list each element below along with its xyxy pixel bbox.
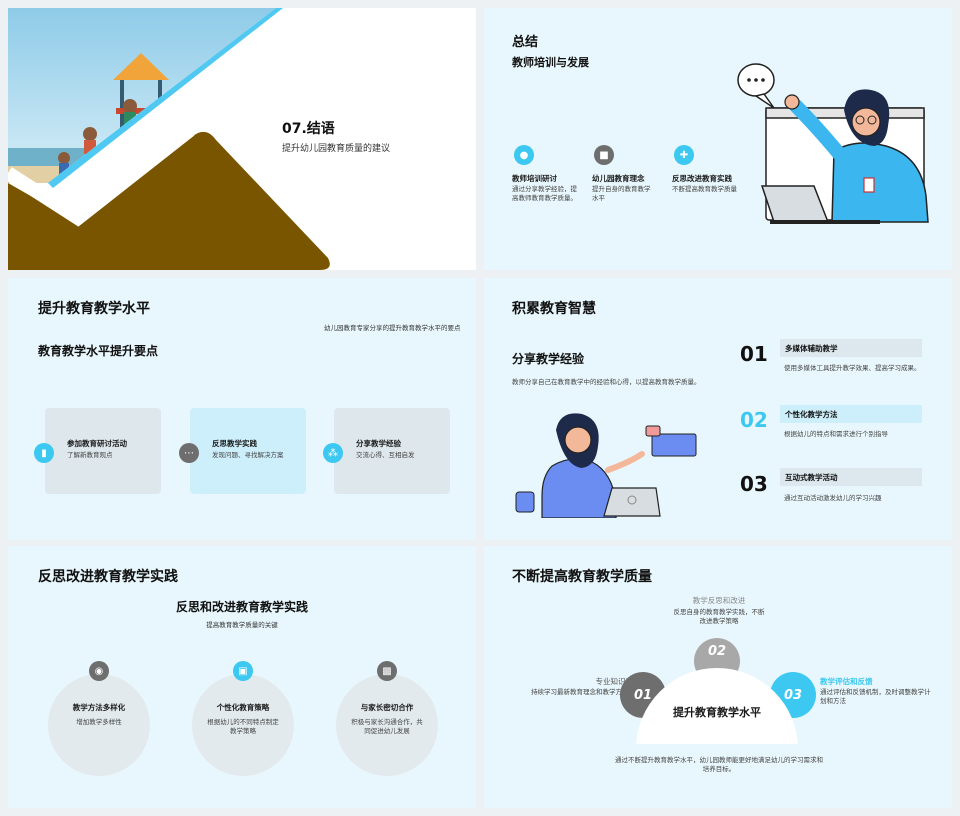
point-card[interactable]: 参加教育研讨活动 了解新教育观点 <box>45 408 161 494</box>
clipboard-icon: ■ <box>594 145 614 165</box>
point-card-desc: 了解新教育观点 <box>67 451 113 459</box>
briefcase-icon: ▩ <box>377 661 397 681</box>
top-item-title: 教学反思和改进 <box>692 596 746 605</box>
slide-6-title: 不断提高教育教学质量 <box>512 569 652 585</box>
practice-circle[interactable]: 与家长密切合作 积极与家长沟通合作，共同促进幼儿发展 <box>336 674 438 776</box>
point-card-title: 参加教育研讨活动 <box>67 439 127 448</box>
row-number: 01 <box>740 342 768 366</box>
puzzle-icon: ✚ <box>674 145 694 165</box>
teacher-illustration <box>737 63 929 224</box>
target-icon: ◉ <box>89 661 109 681</box>
summary-item-title: 反思改进教育实践 <box>672 174 732 183</box>
point-card[interactable]: 分享教学经验 交流心得、互相启发 <box>334 408 450 494</box>
slide-3-subtitle: 教育教学水平提升要点 <box>38 344 159 358</box>
point-card-title: 反思教学实践 <box>212 439 257 448</box>
summary-item-desc: 不断提高教育教学质量 <box>672 185 737 193</box>
summary-item-title: 教师培训研讨 <box>512 174 557 183</box>
network-icon: ⁂ <box>323 443 343 463</box>
row-number: 03 <box>740 472 768 496</box>
chat-icon: ⋯ <box>179 443 199 463</box>
summary-item-title: 幼儿园教育理念 <box>592 174 645 183</box>
slide-5-subtitle: 反思和改进教育教学实践 <box>175 600 308 614</box>
slide-4-wisdom[interactable]: 积累教育智慧 分享教学经验 教师分享自己在教育教学中的经验和心得，以提高教育教学… <box>484 278 952 540</box>
summary-item-desc: 提升自身的教育教学水平 <box>592 185 651 202</box>
sharing-illustration <box>515 413 697 518</box>
practice-title: 与家长密切合作 <box>360 703 414 712</box>
method-desc: 使用多媒体工具提升教学效果、提高学习成果。 <box>784 364 921 372</box>
teacher-icon: ● <box>514 145 534 165</box>
practice-desc: 积极与家长沟通合作，共同促进幼儿发展 <box>351 718 423 735</box>
slide-1-conclusion[interactable]: 07.结语 提升幼儿园教育质量的建议 <box>8 8 476 270</box>
practice-circle[interactable]: 教学方法多样化 增加教学多样性 <box>48 674 150 776</box>
slide-4-subtitle: 分享教学经验 <box>512 352 585 366</box>
method-desc: 通过互动活动激发幼儿的学习兴趣 <box>784 494 882 502</box>
practice-title: 教学方法多样化 <box>72 703 126 712</box>
center-label: 提升教育教学水平 <box>673 706 761 719</box>
slide-5-title: 反思改进教育教学实践 <box>38 569 178 585</box>
method-title: 互动式教学活动 <box>780 468 922 486</box>
slide-3-improve-teaching[interactable]: 提升教育教学水平 幼儿园教育专家分享的提升教育教学水平的要点 教育教学水平提升要… <box>8 278 476 540</box>
slide-6-quality[interactable]: 不断提高教育教学质量 教学反思和改进 反思自身的教育教学实践，不断改进教学策略 … <box>484 546 952 808</box>
practice-title: 个性化教育策略 <box>216 703 270 712</box>
slide-4-desc: 教师分享自己在教育教学中的经验和心得，以提高教育教学质量。 <box>512 378 701 386</box>
slide-2-subtitle: 教师培训与发展 <box>512 56 589 69</box>
point-card-desc: 交流心得、互相启发 <box>356 451 415 459</box>
point-card-title: 分享教学经验 <box>356 439 401 448</box>
slide-2-summary[interactable]: 总结 教师培训与发展 ● 教师培训研讨 通过分享教学经验，提高教师教育教学质量。… <box>484 8 952 270</box>
practice-desc: 增加教学多样性 <box>76 718 122 726</box>
bottom-mask <box>484 744 952 808</box>
image-icon: ▣ <box>233 661 253 681</box>
slide-1-title: 07.结语 <box>282 121 335 137</box>
right-item-desc: 通过评估和反馈机制，及时调整教学计划和方法 <box>820 688 931 705</box>
practice-desc: 根据幼儿的不同特点制定教学策略 <box>207 718 279 735</box>
slide-3-title: 提升教育教学水平 <box>38 301 150 317</box>
method-title: 多媒体辅助教学 <box>780 339 922 357</box>
slide-6-footer: 通过不断提升教育教学水平，幼儿园教师能更好地满足幼儿的学习需求和培养目标。 <box>615 756 823 773</box>
method-desc: 根据幼儿的特点和需求进行个别指导 <box>784 430 888 438</box>
left-item-title: 专业知识和技能 <box>595 677 649 686</box>
method-title: 个性化教学方法 <box>780 405 922 423</box>
right-item-title: 教学评估和反馈 <box>820 677 873 686</box>
slide-5-reflect[interactable]: 反思改进教育教学实践 反思和改进教育教学实践 提高教育教学质量的关键 教学方法多… <box>8 546 476 808</box>
slide-5-note: 提高教育教学质量的关键 <box>206 621 278 629</box>
row-number: 02 <box>740 408 768 432</box>
point-card[interactable]: 反思教学实践 发现问题、寻找解决方案 <box>190 408 306 494</box>
point-card-desc: 发现问题、寻找解决方案 <box>212 451 284 459</box>
slide-1-subtitle: 提升幼儿园教育质量的建议 <box>282 144 391 154</box>
summary-item-desc: 通过分享教学经验，提高教师教育教学质量。 <box>512 185 577 202</box>
document-icon: ▮ <box>34 443 54 463</box>
slide-2-title: 总结 <box>512 35 539 50</box>
top-item-desc: 反思自身的教育教学实践，不断改进教学策略 <box>673 608 765 625</box>
playground-illustration <box>8 8 330 270</box>
slide-3-note: 幼儿园教育专家分享的提升教育教学水平的要点 <box>324 324 461 332</box>
practice-circle[interactable]: 个性化教育策略 根据幼儿的不同特点制定教学策略 <box>192 674 294 776</box>
slide-4-title: 积累教育智慧 <box>512 301 596 317</box>
